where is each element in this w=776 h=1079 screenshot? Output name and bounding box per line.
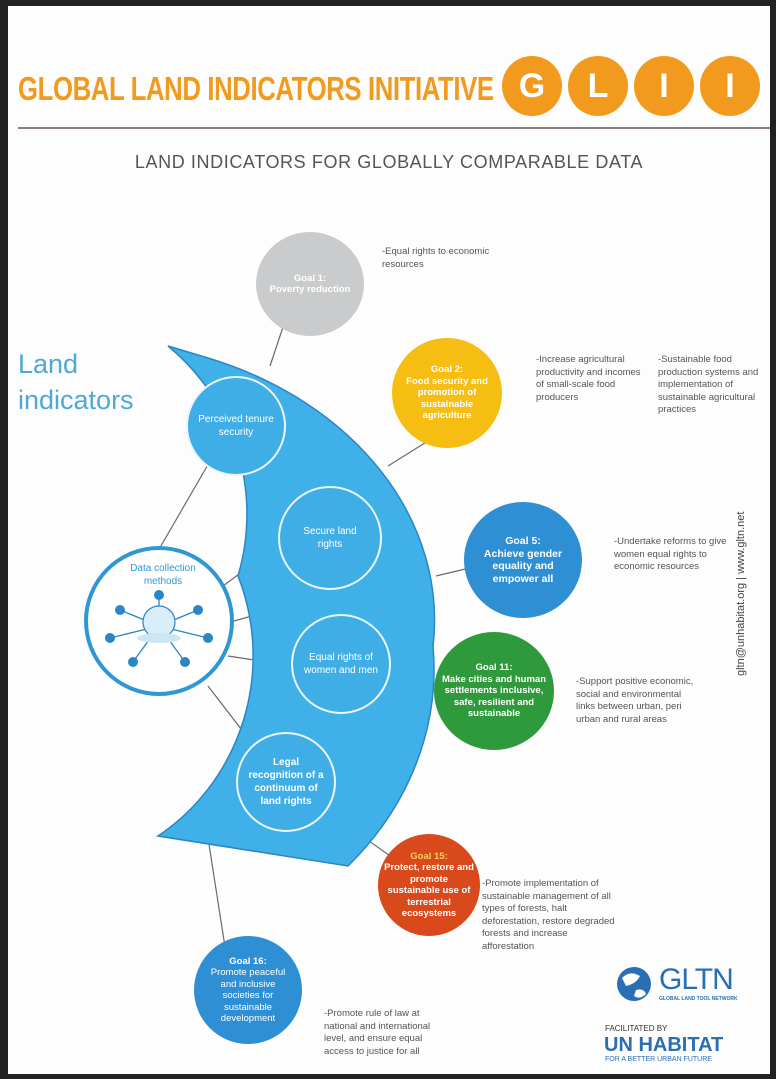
goal-5-text: Achieve gender equality and empower all xyxy=(483,547,563,585)
goal-11-title: Goal 11: xyxy=(475,662,513,674)
gltn-logo-text: GLTN xyxy=(659,963,734,996)
goal-1-text: Poverty reduction xyxy=(269,284,351,295)
header-divider xyxy=(18,127,770,129)
goal-15-circle: Goal 15:Protect, restore and promote sus… xyxy=(378,834,480,936)
goal-15-title: Goal 15: xyxy=(410,850,448,862)
goal-11-circle: Goal 11:Make cities and human settlement… xyxy=(434,632,554,750)
contact-text: gltn@unhabitat.org | www.gltn.net xyxy=(735,511,747,676)
goal-1-circle: Goal 1:Poverty reduction xyxy=(256,232,364,336)
goal-5-circle: Goal 5:Achieve gender equality and empow… xyxy=(464,502,582,618)
un-habitat-logo: UN HABITAT xyxy=(604,1034,724,1056)
goal-1-description: -Equal rights to economic resources xyxy=(382,246,490,270)
goal-2-description-a: -Increase agricultural productivity and … xyxy=(536,354,641,403)
goal-5-description: -Undertake reforms to give women equal r… xyxy=(614,536,727,572)
indicator-equal-rights: Equal rights of women and men xyxy=(291,614,391,714)
logo-letter-i-1: I xyxy=(634,56,694,116)
goal-16-text: Promote peaceful and inclusive societies… xyxy=(210,967,286,1024)
indicator-arc-band xyxy=(155,345,436,867)
goal-2-text: Food security and promotion of sustainab… xyxy=(406,375,488,422)
poster-subtitle: LAND INDICATORS FOR GLOBALLY COMPARABLE … xyxy=(134,152,644,172)
goal-11-text: Make cities and human settlements inclus… xyxy=(442,673,547,720)
un-habitat-subtext: FOR A BETTER URBAN FUTURE xyxy=(605,1056,712,1063)
gltn-subtext: GLOBAL LAND TOOL NETWORK xyxy=(659,996,738,1002)
data-collection-circle xyxy=(84,546,234,696)
gltn-globe-icon xyxy=(617,967,651,1001)
connector-goal2 xyxy=(387,440,429,467)
land-indicators-line-2: indicators xyxy=(18,385,134,415)
poster: GLOBAL LAND INDICATORS INITIATIVE G L I … xyxy=(8,6,770,1074)
land-indicators-label: Land indicators xyxy=(18,346,134,418)
goal-2-description-b: -Sustainable food production systems and… xyxy=(658,354,759,415)
goal-2-title: Goal 2: xyxy=(430,364,464,376)
initiative-title: GLOBAL LAND INDICATORS INITIATIVE xyxy=(18,70,494,107)
indicator-legal-recognition: Legal recognition of a continuum of land… xyxy=(236,732,336,832)
data-collection-label: Data collection methods xyxy=(130,563,196,587)
facilitated-by: FACILITATED BY xyxy=(605,1024,668,1033)
goal-15-text: Protect, restore and promote sustainable… xyxy=(384,862,474,919)
goal-15-description: -Promote implementation of sustainable m… xyxy=(482,878,615,952)
goal-11-description: -Support positive economic, social and e… xyxy=(576,676,694,725)
logo-letter-l: L xyxy=(568,56,628,116)
goal-5-title: Goal 5: xyxy=(505,535,541,547)
goal-16-title: Goal 16: xyxy=(229,955,267,967)
land-indicators-line-1: Land xyxy=(18,349,79,379)
contact-info: gltn@unhabitat.org | www.gltn.net xyxy=(735,426,747,676)
indicator-secure-land-rights: Secure land rights xyxy=(278,486,382,590)
goal-2-circle: Goal 2:Food security and promotion of su… xyxy=(392,338,502,448)
goal-16-description: -Promote rule of law at national and int… xyxy=(324,1008,431,1057)
indicator-perceived-tenure: Perceived tenure security xyxy=(186,376,286,476)
connector-dc-1 xyxy=(157,455,214,552)
goal-16-circle: Goal 16:Promote peaceful and inclusive s… xyxy=(194,936,302,1044)
logo-letter-i-2: I xyxy=(700,56,760,116)
logo-letter-g: G xyxy=(502,56,562,116)
goal-1-title: Goal 1: xyxy=(293,272,327,284)
network-globe-icon xyxy=(105,590,213,667)
